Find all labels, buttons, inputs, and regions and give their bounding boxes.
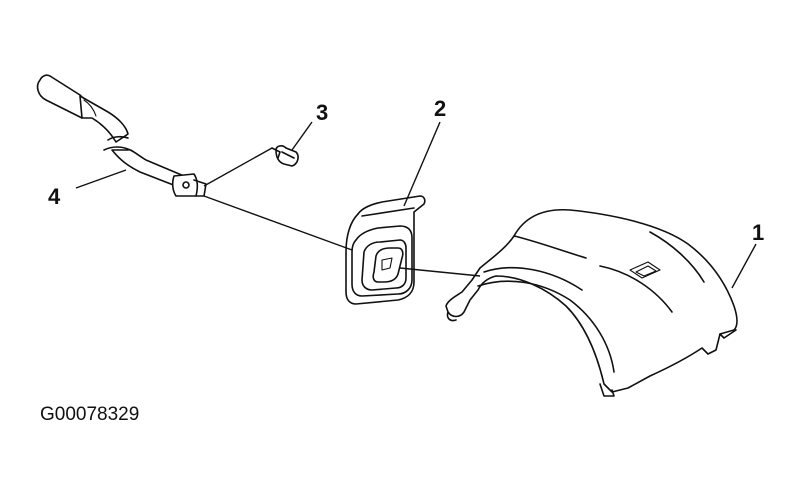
drawing-code: G00078329 — [40, 404, 139, 425]
callout-1: 1 — [752, 220, 764, 245]
assembly-line-lever-to-boot — [203, 195, 353, 251]
leader-line-3 — [291, 121, 313, 151]
lever-part — [36, 74, 207, 197]
leader-line-1 — [731, 243, 757, 289]
assembly-line-lever-to-screw — [203, 147, 273, 187]
screw-part — [271, 145, 299, 167]
boot-part — [345, 195, 426, 305]
callout-4: 4 — [48, 184, 61, 209]
leader-line-4 — [75, 169, 127, 189]
leader-line-2 — [403, 121, 441, 207]
assembly-line-boot-to-shroud — [399, 267, 481, 277]
shroud-part — [445, 208, 738, 397]
callout-2: 2 — [434, 96, 446, 121]
callout-3: 3 — [316, 100, 328, 125]
